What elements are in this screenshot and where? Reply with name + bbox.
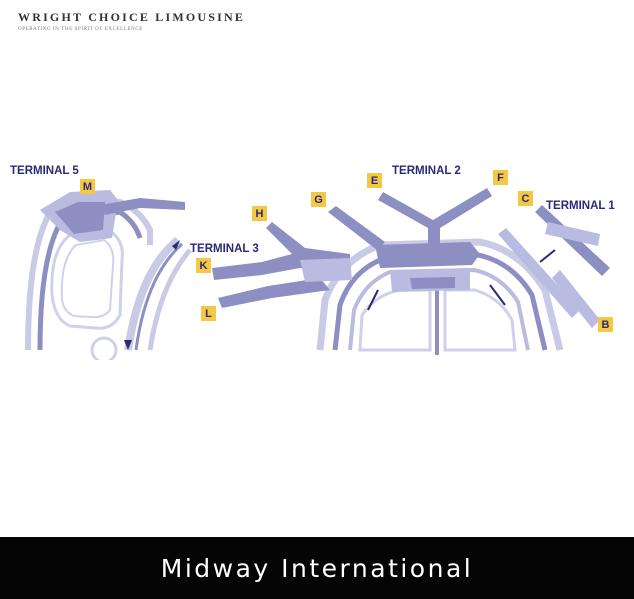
gate-k-label: K [200,260,208,272]
gate-c-label: C [522,193,530,205]
gate-g-badge: G [311,192,326,207]
gate-l-label: L [205,308,212,320]
gate-m-label: M [83,181,92,193]
gate-k-badge: K [196,258,211,273]
terminal-2-label: TERMINAL 2 [392,165,461,177]
terminal-3-label: TERMINAL 3 [190,243,259,255]
gate-c-badge: C [518,191,533,206]
gate-f-badge: F [493,170,508,185]
gate-h-label: H [256,208,264,220]
gate-f-label: F [497,172,504,184]
main-terminal-complex [212,188,610,355]
gate-b-label: B [602,319,610,331]
gate-m-badge: M [80,179,95,194]
terminal-5-complex [25,190,192,360]
terminal-1-label: TERMINAL 1 [546,200,615,212]
gate-e-label: E [371,175,378,187]
gate-h-badge: H [252,206,267,221]
gate-b-badge: B [598,317,613,332]
terminal-5-label: TERMINAL 5 [10,165,79,177]
brand-tagline: OPERATING IN THE SPIRIT OF EXCELLENCE [18,27,143,32]
footer-banner: Midway International [0,537,634,599]
airport-terminal-map: TERMINAL 5 TERMINAL 3 TERMINAL 2 TERMINA… [10,165,615,360]
airport-title: Midway International [160,553,474,583]
brand-name: WRIGHT CHOICE LIMOUSINE [18,10,246,24]
brand-header: WRIGHT CHOICE LIMOUSINE OPERATING IN THE… [18,10,245,32]
gate-g-label: G [314,194,323,206]
gate-e-badge: E [367,173,382,188]
gate-l-badge: L [201,306,216,321]
